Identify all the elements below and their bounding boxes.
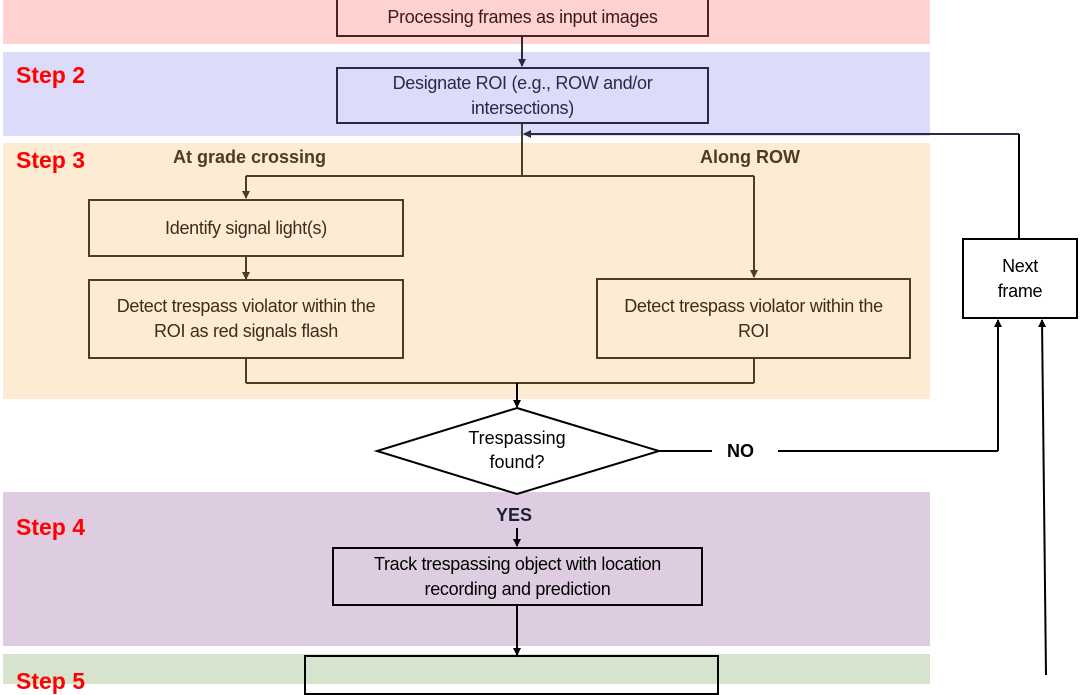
track-object-text: Track trespassing object with location r… [373, 553, 662, 599]
arrow-step5-to-next-frame [1038, 319, 1047, 675]
processing-frames-box: Processing frames as input images [336, 0, 709, 37]
decision-text: Trespassing found? [468, 428, 566, 472]
step-3-label: Step 3 [16, 147, 86, 173]
next-frame-text: Next frame [997, 255, 1043, 301]
step5-box [304, 655, 719, 695]
branch-along-row: Along ROW [700, 147, 800, 167]
step-4-label: Step 4 [16, 514, 86, 540]
yes-label: YES [496, 505, 533, 525]
processing-frames-text: Processing frames as input images [387, 7, 658, 27]
detect-crossing-box: Detect trespass violator within the ROI … [88, 279, 404, 359]
designate-roi-text: Designate ROI (e.g., ROW and/or intersec… [392, 72, 653, 118]
detect-crossing-text: Detect trespass violator within the ROI … [116, 296, 376, 341]
step4-band [3, 492, 930, 646]
detect-row-box: Detect trespass violator within the ROI [596, 278, 911, 359]
step3-band [3, 143, 930, 399]
next-frame-box: Next frame [962, 238, 1078, 319]
connector-lines [242, 37, 1047, 675]
decision-diamond [373, 406, 663, 496]
branch-grade-crossing: At grade crossing [173, 147, 327, 167]
identify-signal-text: Identify signal light(s) [165, 217, 327, 238]
step-2-label: Step 2 [16, 62, 86, 88]
detect-row-text: Detect trespass violator within the ROI [624, 295, 883, 341]
track-object-box: Track trespassing object with location r… [332, 547, 703, 606]
identify-signal-box: Identify signal light(s) [88, 199, 404, 257]
no-label: NO [727, 441, 754, 461]
designate-roi-box: Designate ROI (e.g., ROW and/or intersec… [336, 67, 709, 124]
